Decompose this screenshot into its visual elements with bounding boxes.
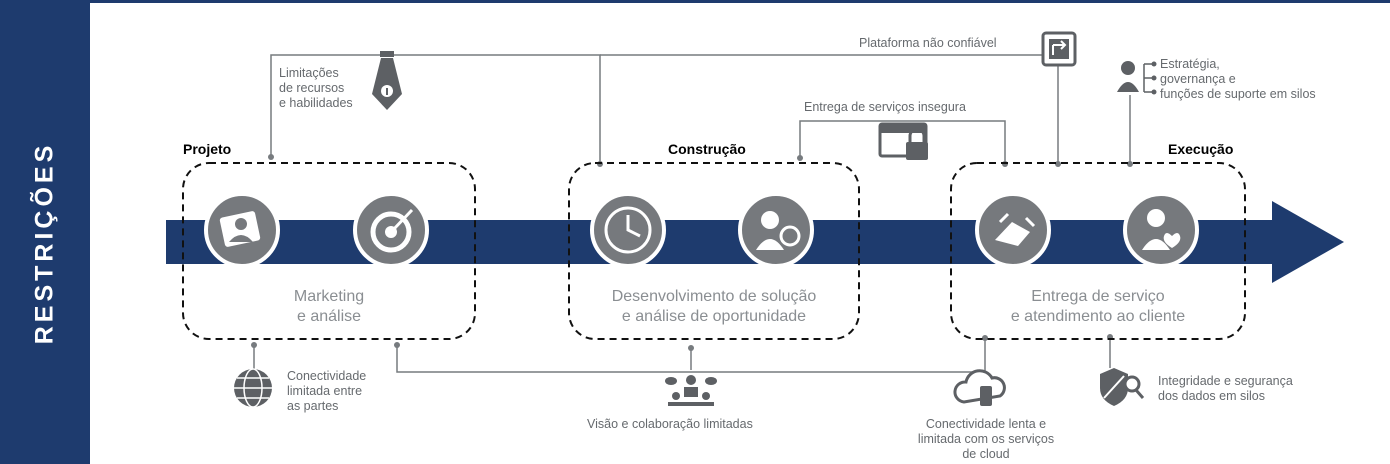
phase-title-execucao: Execução — [1168, 141, 1234, 157]
tie-info-icon — [372, 51, 402, 110]
secure-browser-icon — [878, 122, 928, 160]
timeline-arrowhead — [1272, 201, 1344, 283]
constraint-line: funções de suporte em silos — [1160, 87, 1316, 101]
constraint-line: Conectividade lenta e — [925, 417, 1047, 431]
constraint-vision: Visão e colaboração limitadas — [587, 417, 753, 431]
constraint-line: Integridade e segurança — [1158, 374, 1293, 388]
constraint-line: de recursos — [279, 81, 345, 95]
constraint-line: governança e — [1160, 72, 1236, 86]
stage-caption-line: Marketing — [293, 288, 365, 305]
top-border — [0, 0, 1390, 3]
constraint-line: as partes — [287, 399, 339, 413]
constraint-line: de cloud — [962, 447, 1010, 461]
stage-caption-line: e análise de oportunidade — [621, 308, 807, 325]
sidebar: RESTRIÇÕES — [0, 3, 90, 464]
constraint-line: limitada entre — [287, 384, 363, 398]
constraint-line: limitada com os serviços — [917, 432, 1055, 446]
constraint-cloud: Conectividade lenta e limitada com os se… — [896, 417, 1076, 462]
constraint-delivery: Entrega de serviços insegura — [804, 100, 966, 114]
stage-caption-line: e atendimento ao cliente — [1010, 308, 1186, 325]
constraint-resources: Limitações de recursos e habilidades — [279, 66, 353, 111]
phase-title-construcao: Construção — [668, 141, 746, 157]
constraint-line: Estratégia, — [1160, 57, 1220, 71]
cloud-touch-icon — [953, 369, 1006, 406]
person-heart-icon — [1123, 192, 1199, 268]
clock-icon — [590, 192, 666, 268]
stage-caption-line: Entrega de serviço — [1031, 288, 1165, 305]
phase-title-projeto: Projeto — [183, 141, 232, 157]
shield-search-icon — [1100, 368, 1145, 406]
stage-caption-construcao: Desenvolvimento de solução e análise de … — [574, 287, 854, 327]
org-person-icon — [1117, 61, 1157, 95]
constraint-strategy: Estratégia, governança e funções de supo… — [1160, 57, 1316, 102]
handshake-icon — [975, 192, 1051, 268]
constraint-line: e habilidades — [279, 96, 353, 110]
team-chat-icon — [665, 375, 717, 406]
constraint-connectivity: Conectividade limitada entre as partes — [287, 369, 366, 414]
stage-caption-execucao: Entrega de serviço e atendimento ao clie… — [958, 287, 1238, 327]
stage-caption-line: e análise — [296, 308, 362, 325]
phase-box-projeto — [182, 162, 476, 340]
constraint-integrity: Integridade e segurança dos dados em sil… — [1158, 374, 1293, 404]
timeline-bar — [166, 220, 1276, 264]
globe-network-icon — [234, 368, 272, 408]
stage-caption-projeto: Marketing e análise — [229, 287, 429, 327]
constraint-line: dos dados em silos — [1158, 389, 1266, 403]
constraint-line: Limitações — [279, 66, 339, 80]
photo-card-icon — [204, 192, 280, 268]
constraint-line: Conectividade — [287, 369, 367, 383]
person-award-icon — [738, 192, 814, 268]
phase-box-execucao — [950, 162, 1246, 340]
stage-caption-line: Desenvolvimento de solução — [611, 288, 817, 305]
target-icon — [353, 192, 429, 268]
phase-box-construcao — [568, 162, 860, 340]
constraint-platform: Plataforma não confiável — [859, 36, 997, 50]
connector-lines — [253, 54, 1131, 373]
platform-icon — [1041, 31, 1077, 67]
